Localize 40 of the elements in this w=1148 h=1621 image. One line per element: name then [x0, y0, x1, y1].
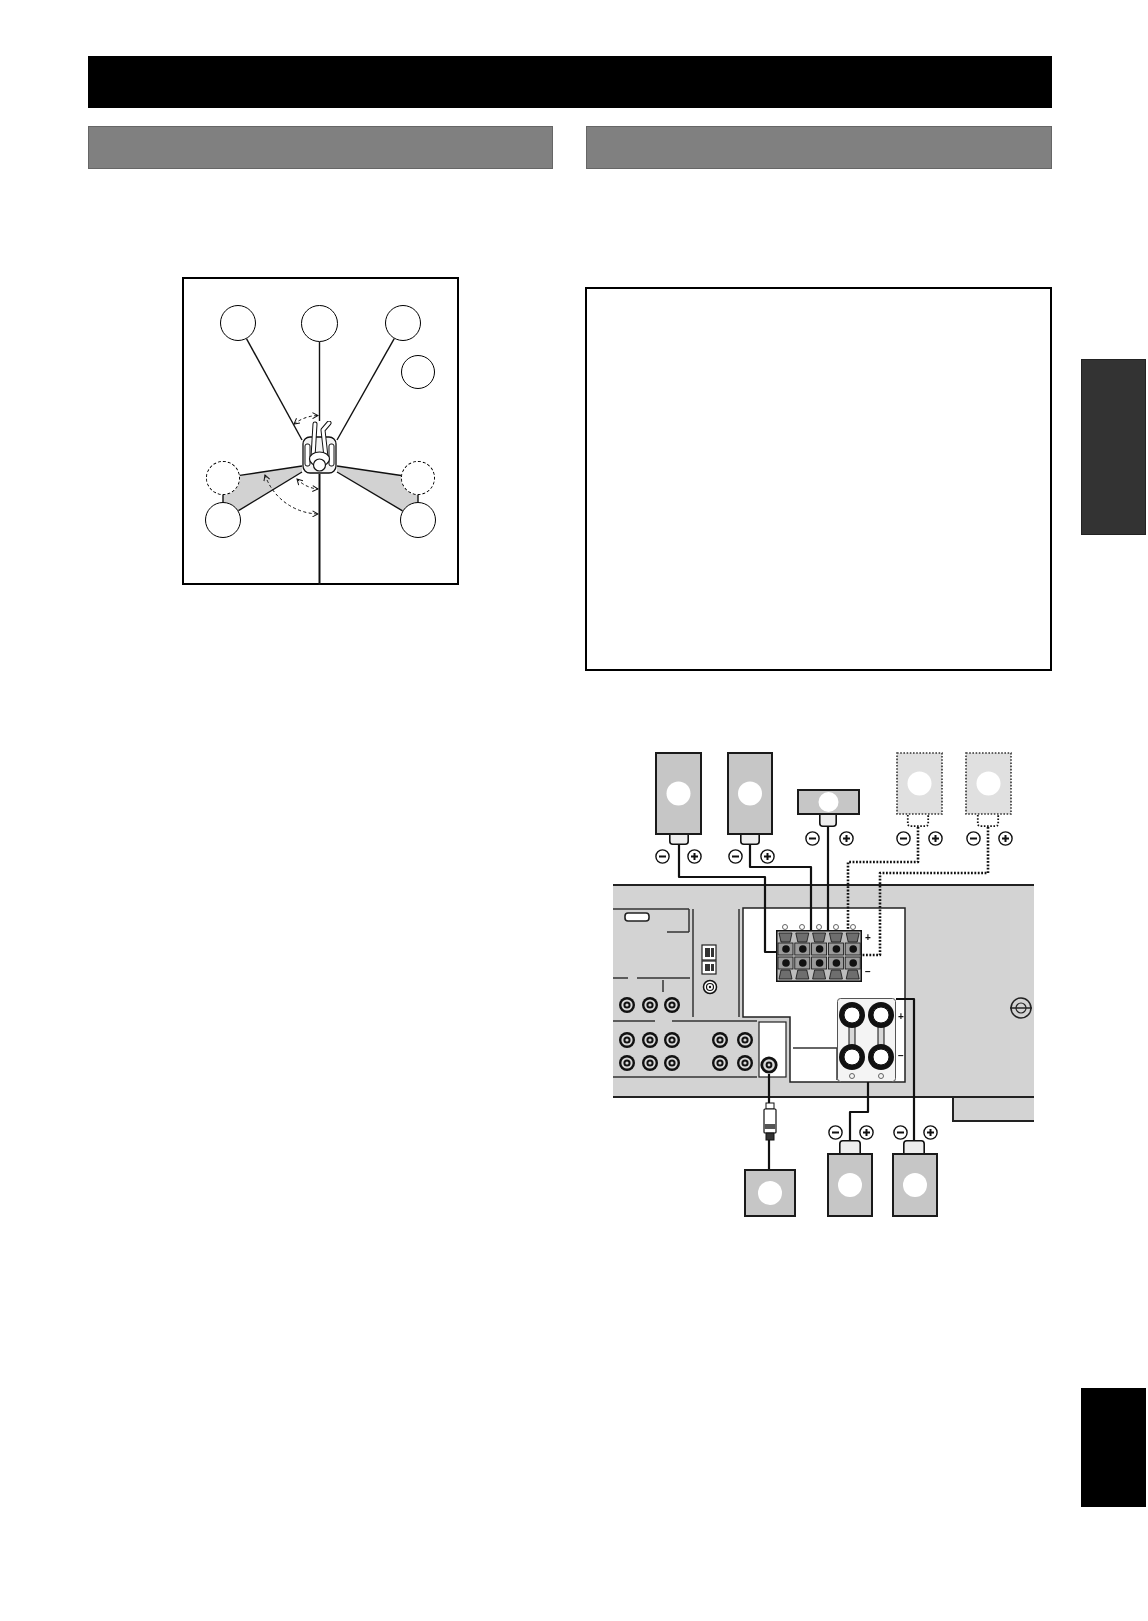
speaker-cable — [677, 845, 776, 954]
connecting-line — [336, 465, 402, 477]
polarity-label: + — [898, 1012, 904, 1022]
section-bar — [88, 126, 553, 169]
section-bar — [586, 126, 1052, 169]
connecting-line — [318, 341, 321, 422]
speaker-drawing — [655, 752, 702, 845]
connecting-line — [239, 465, 303, 477]
speaker-drawing — [727, 752, 773, 845]
connecting-line — [318, 473, 321, 586]
side-tab — [1081, 1388, 1146, 1507]
speaker-drawing — [744, 1169, 796, 1217]
connecting-line — [222, 494, 224, 503]
speaker-cable — [846, 827, 920, 930]
connecting-line — [245, 338, 303, 441]
subwoofer-jack — [760, 1056, 778, 1074]
connecting-line — [336, 338, 395, 441]
polarity-label: − — [898, 1051, 904, 1061]
diagram-frame — [182, 277, 459, 585]
speaker-drawing — [827, 1140, 873, 1217]
dashed-speaker-drawing — [965, 752, 1012, 827]
listener-figure — [302, 421, 337, 474]
polarity-label: − — [865, 967, 871, 977]
side-tab — [1081, 359, 1146, 535]
connecting-line — [417, 494, 419, 503]
speaker-terminal-block — [776, 930, 862, 982]
title-bar — [88, 56, 1052, 108]
speaker-cable — [848, 1082, 870, 1140]
empty-frame — [585, 287, 1052, 671]
polarity-label: + — [865, 933, 871, 943]
surround-terminal-plate — [837, 998, 896, 1082]
speaker-cable — [862, 827, 990, 957]
speaker-drawing — [797, 789, 860, 827]
receiver-rear-panel — [613, 884, 1034, 1122]
connecting-line — [237, 471, 303, 512]
speaker-drawing — [892, 1140, 938, 1217]
speaker-cable — [748, 845, 813, 930]
connecting-line — [336, 471, 404, 512]
dashed-speaker-drawing — [896, 752, 943, 827]
speaker-cable — [767, 1074, 771, 1169]
